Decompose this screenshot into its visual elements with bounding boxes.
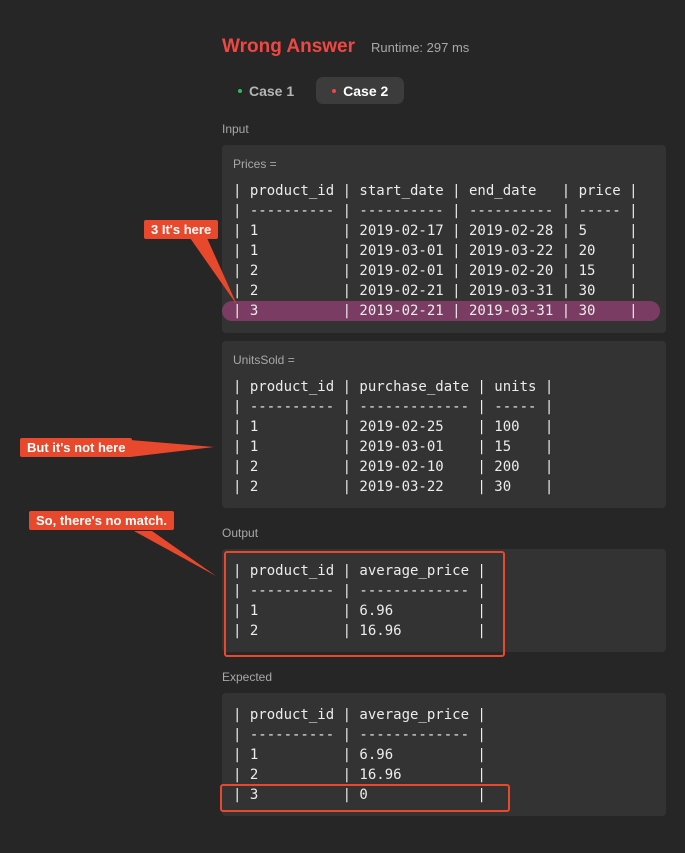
expected-missing-row-outline [220,784,510,812]
result-header: Wrong Answer Runtime: 297 ms [222,36,469,58]
runtime-label: Runtime: 297 ms [371,40,470,55]
expected-panel: | product_id | average_price | | --------… [222,693,666,816]
output-panel: | product_id | average_price | | --------… [222,549,666,652]
table-row: | ---------- | ---------- | ---------- |… [233,203,638,219]
output-table: | product_id | average_price | | --------… [233,561,486,641]
table-row: | ---------- | ------------- | [233,583,486,599]
prices-var-label: Prices = [233,157,277,171]
table-row: | product_id | average_price | [233,707,486,723]
result-status: Wrong Answer [222,36,356,57]
units-sold-table: | product_id | purchase_date | units | | … [233,377,553,497]
table-row: | 1 | 6.96 | [233,603,486,619]
fail-dot-icon [332,88,337,93]
tab-case-2[interactable]: Case 2 [316,77,405,104]
expected-section-label: Expected [222,670,273,684]
table-row: | 2 | 2019-02-10 | 200 | [233,459,554,475]
testcase-tabs: Case 1 Case 2 [222,77,410,104]
units-sold-panel: UnitsSold = | product_id | purchase_date… [222,341,666,508]
units-sold-var-label: UnitsSold = [233,353,295,367]
input-section-label: Input [222,122,249,136]
table-row: | 1 | 2019-02-17 | 2019-02-28 | 5 | [233,223,638,239]
prices-table: | product_id | start_date | end_date | p… [222,181,660,321]
table-row: | 3 | 0 | [233,787,486,803]
table-row: | 1 | 6.96 | [233,747,486,763]
highlighted-table-row: | 3 | 2019-02-21 | 2019-03-31 | 30 | [222,301,660,321]
tab-case-1[interactable]: Case 1 [222,77,310,104]
table-row: | product_id | purchase_date | units | [233,379,554,395]
table-row: | 2 | 2019-03-22 | 30 | [233,479,554,495]
output-outline-box [224,551,505,657]
prices-panel: Prices = | product_id | start_date | end… [222,145,666,333]
arrow-no-match [134,531,216,576]
table-row: | 1 | 2019-02-25 | 100 | [233,419,554,435]
table-row: | 2 | 16.96 | [233,623,486,639]
pass-dot-icon [238,88,242,93]
callout-not-here: But it's not here [20,438,133,457]
callout-no-match: So, there's no match. [29,511,174,530]
tab-label: Case 1 [249,82,295,99]
output-section-label: Output [222,526,259,540]
arrow-not-here [130,440,214,457]
expected-table: | product_id | average_price | | --------… [233,705,486,805]
table-row: | 2 | 2019-02-01 | 2019-02-20 | 15 | [233,263,638,279]
tab-label: Case 2 [343,82,389,99]
callout-here: 3 It's here [144,220,219,239]
table-row: | 1 | 2019-03-01 | 15 | [233,439,554,455]
table-row: | ---------- | ------------- | ----- | [233,399,554,415]
table-row: | product_id | start_date | end_date | p… [233,183,638,199]
table-row: | 2 | 2019-02-21 | 2019-03-31 | 30 | [233,283,638,299]
table-row: | 1 | 2019-03-01 | 2019-03-22 | 20 | [233,243,638,259]
table-row: | 2 | 16.96 | [233,767,486,783]
table-row: | ---------- | ------------- | [233,727,486,743]
table-row: | product_id | average_price | [233,563,486,579]
